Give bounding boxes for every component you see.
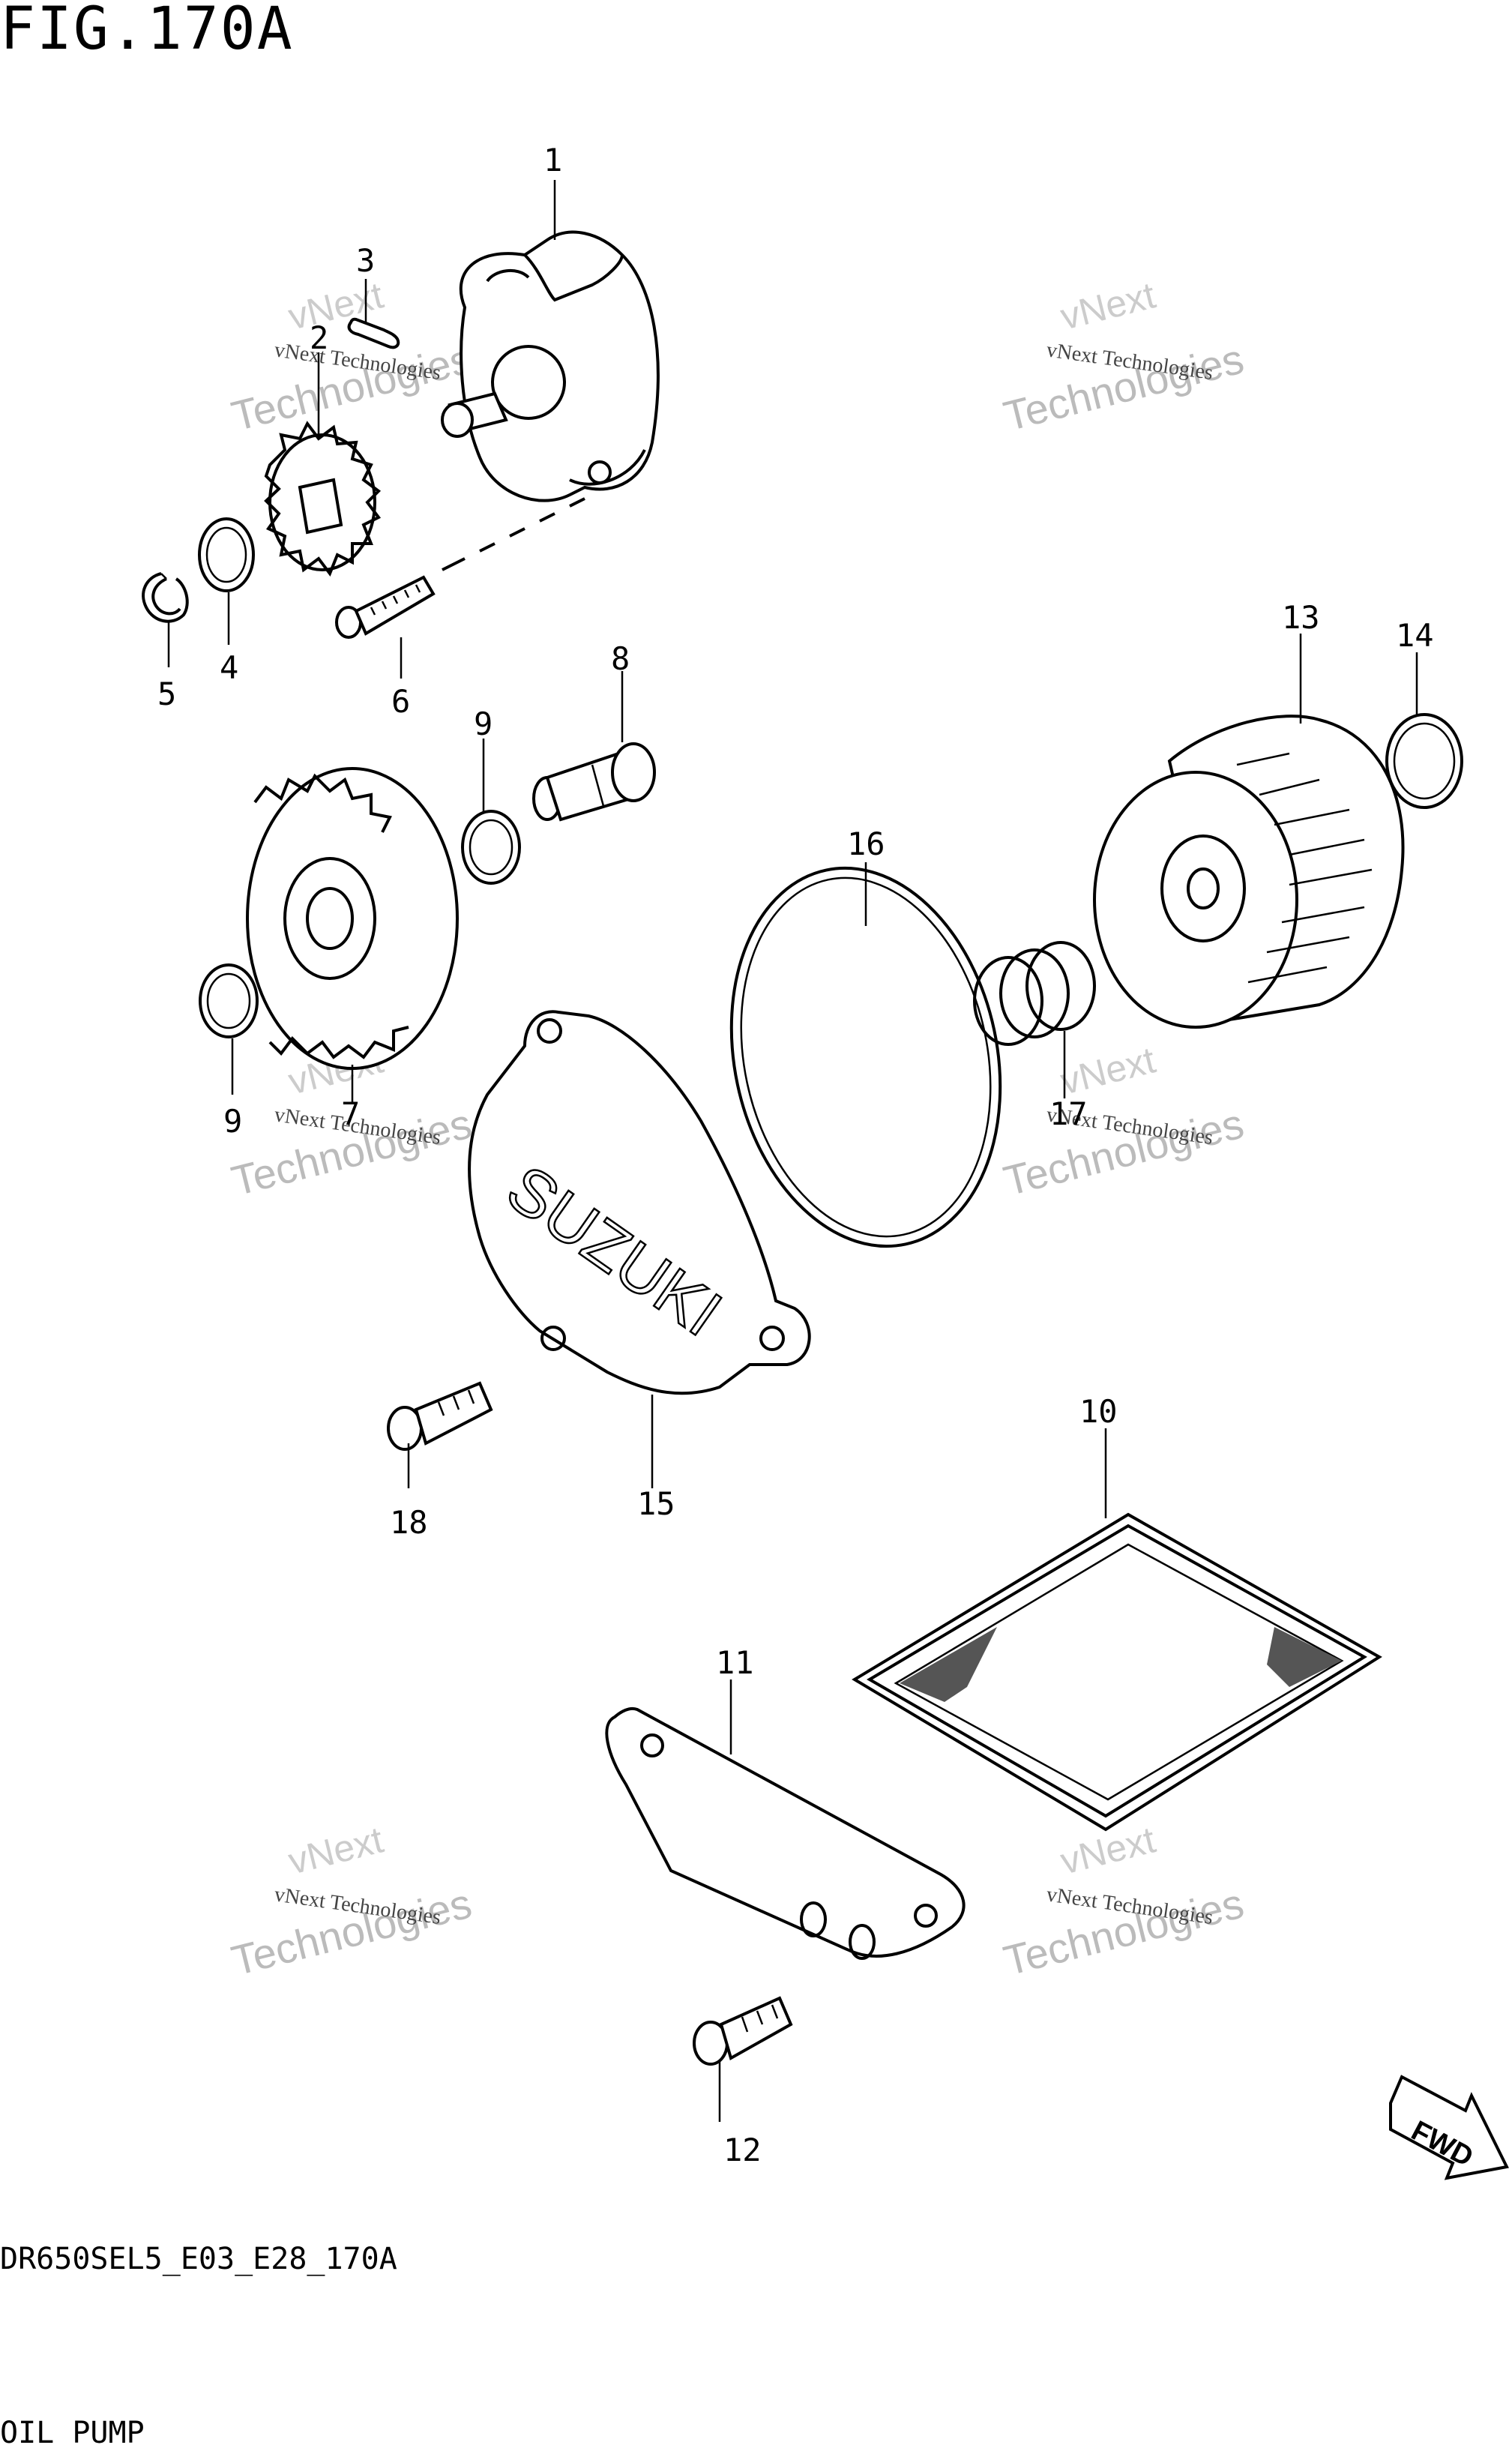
callout-9-upper: 9 (474, 706, 493, 742)
part-17-spring (973, 941, 1096, 1098)
callout-4: 4 (220, 649, 238, 686)
callout-17: 17 (1049, 1095, 1088, 1132)
callout-15: 15 (637, 1485, 675, 1522)
part-11-plate (605, 1679, 966, 1960)
part-9-circlip-upper (461, 810, 521, 885)
part-2-pump-gear (264, 421, 382, 577)
svg-text:vNext: vNext (284, 1818, 388, 1882)
part-14-o-ring (1385, 713, 1463, 809)
callout-3: 3 (356, 242, 375, 279)
part-9-circlip-lower (199, 963, 259, 1038)
part-10-strainer (852, 1428, 1382, 1832)
figure-name: OIL PUMP (0, 2416, 145, 2450)
callout-18: 18 (390, 1504, 428, 1541)
watermark-mid-right: vNext Technologies vNext Technologies (999, 1038, 1248, 1204)
callout-9-lower: 9 (223, 1103, 242, 1140)
svg-text:vNext: vNext (1056, 274, 1160, 337)
callout-8: 8 (611, 640, 630, 677)
part-13-oil-filter (1093, 715, 1405, 1029)
figure-code: DR650SEL5_E03_E28_170A (0, 2242, 397, 2276)
callout-13: 13 (1282, 599, 1320, 636)
part-3-pin (347, 317, 400, 349)
part-15-cover: SUZUKI (468, 1010, 811, 1395)
part-8-shaft (532, 742, 656, 822)
part-12-bolt (693, 1996, 793, 2122)
callout-2: 2 (310, 319, 328, 356)
part-18-bolt (387, 1381, 493, 1488)
callout-6: 6 (391, 683, 410, 720)
part-7-driven-gear (246, 767, 459, 1102)
callout-7: 7 (341, 1095, 360, 1132)
leader-lines (167, 180, 1418, 1488)
part-1-pump-body (441, 230, 660, 502)
callout-12: 12 (723, 2132, 762, 2168)
watermark-top-left: vNext Technologies vNext Technologies (227, 274, 476, 439)
watermark-bottom-right: vNext Technologies vNext Technologies (999, 1818, 1248, 1984)
callout-11: 11 (716, 1644, 754, 1681)
part-4-washer (198, 517, 255, 592)
fwd-arrow-icon: FWD (1389, 2075, 1509, 2180)
watermark-top-right: vNext Technologies vNext Technologies (999, 274, 1248, 439)
part-6-screw (335, 497, 585, 639)
callout-5: 5 (157, 676, 176, 712)
callout-1: 1 (543, 142, 562, 178)
figure-title: FIG.170A (0, 0, 294, 63)
svg-text:vNext: vNext (1056, 1038, 1160, 1102)
callout-14: 14 (1396, 617, 1434, 654)
part-5-circlip (142, 572, 189, 623)
callout-10: 10 (1079, 1393, 1118, 1430)
watermark-bottom-left: vNext Technologies vNext Technologies (227, 1818, 476, 1984)
callout-16: 16 (847, 825, 885, 862)
